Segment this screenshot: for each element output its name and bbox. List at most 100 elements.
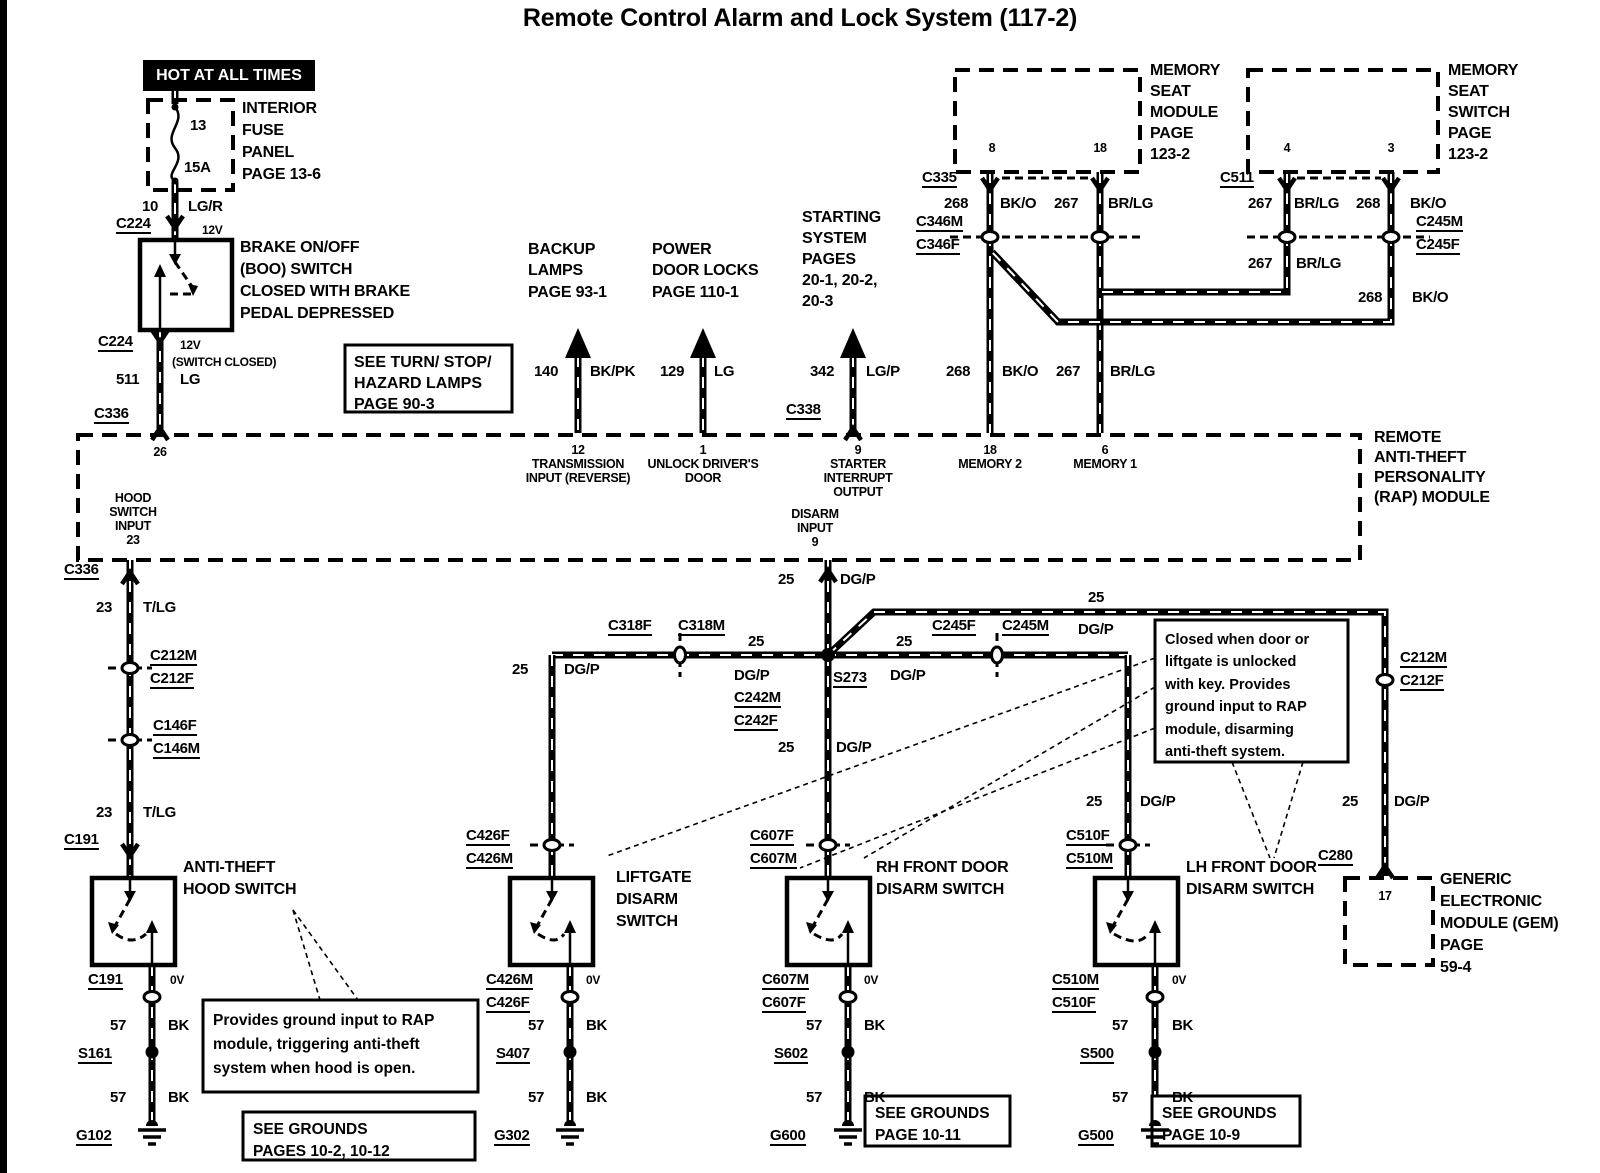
- wire-25-color-a: DG/P: [840, 571, 876, 588]
- rap-pin-1-label-1: UNLOCK DRIVER'S: [647, 457, 759, 471]
- wire-57-color-b: BK: [168, 1089, 190, 1106]
- rap-module-name-2: ANTI-THEFT: [1374, 449, 1467, 466]
- voltage-note-switch-closed: (SWITCH CLOSED): [172, 355, 277, 369]
- voltage-0v-hood: 0V: [170, 973, 185, 987]
- wire-23-color-a: T/LG: [143, 599, 176, 616]
- rap-pin-18-label: MEMORY 2: [958, 457, 1022, 471]
- rap-pin-12-label-2: INPUT (REVERSE): [525, 471, 631, 485]
- wire-268-color-a: BK/O: [1000, 195, 1037, 212]
- wire-267-gauge-b: 267: [1248, 195, 1273, 212]
- boo-switch-name-1: BRAKE ON/OFF: [240, 239, 360, 256]
- memory-seat-module-page: 123-2: [1150, 146, 1190, 163]
- see-grounds-rh-note: SEE GROUNDS PAGE 10-11: [875, 1105, 990, 1145]
- fuse-panel-name-1: INTERIOR: [242, 100, 317, 117]
- splice-s407: S407: [496, 1045, 530, 1064]
- connector-c245m-mid: C245M: [1002, 617, 1049, 636]
- hood-note-leader-lines: [292, 909, 359, 1001]
- hood-note-box: [201, 998, 480, 1094]
- wire-25-color-e: DG/P: [1078, 621, 1114, 638]
- hood-switch-note: Provides ground input to RAP module, tri…: [213, 1012, 435, 1078]
- hood-switch-name-1: ANTI-THEFT: [183, 859, 276, 876]
- memory-seat-module-3: MODULE: [1150, 104, 1219, 121]
- wire-25-gauge-f: 25: [778, 739, 795, 756]
- see-grounds-lh-note: SEE GROUNDS PAGE 10-9: [1162, 1105, 1277, 1145]
- rap-pin-6-label: MEMORY 1: [1073, 457, 1137, 471]
- hood-switch-name-2: HOOD SWITCH: [183, 881, 297, 898]
- connector-c510f-top: C510F: [1066, 827, 1110, 846]
- offpage-arrow-power-door-locks: [690, 328, 716, 358]
- wire-23-gauge-a: 23: [96, 599, 113, 616]
- boo-switch-box: [137, 237, 235, 333]
- rap-disarm-input-pin: 9: [811, 535, 819, 549]
- voltage-0v-rh: 0V: [864, 973, 879, 987]
- rh-door-switch-name-2: DISARM SWITCH: [876, 881, 1005, 898]
- connector-c607f-bottom: C607F: [762, 994, 806, 1013]
- connector-c318m: C318M: [678, 617, 725, 636]
- gem-name-2: ELECTRONIC: [1440, 893, 1543, 910]
- ground-g102: G102: [76, 1127, 112, 1146]
- wire-57-gauge-e: 57: [806, 1017, 823, 1034]
- splice-s161: S161: [78, 1045, 112, 1064]
- rap-pin-9-label-2: INTERRUPT: [823, 471, 893, 485]
- memory-seat-switch-2: SEAT: [1448, 83, 1489, 100]
- wire-268-color-d: BK/O: [1002, 363, 1039, 380]
- wire-267-color-d: BR/LG: [1110, 363, 1156, 380]
- wire-57-gauge-d: 57: [528, 1089, 545, 1106]
- rap-module-name-4: (RAP) MODULE: [1374, 489, 1490, 506]
- wire-129-color: LG: [714, 363, 735, 380]
- connector-symbols: [108, 176, 1430, 1004]
- splice-s602: S602: [774, 1045, 808, 1064]
- voltage-12v-top: 12V: [202, 223, 223, 237]
- wire-511-color: LG: [180, 371, 201, 388]
- wire-25-gauge-c: 25: [896, 633, 913, 650]
- fuse-panel-name-2: FUSE: [242, 122, 284, 139]
- wire-57-color-h: BK: [1172, 1089, 1194, 1106]
- offpage-arrow-backup-lamps: [565, 328, 591, 358]
- wire-57-gauge-b: 57: [110, 1089, 127, 1106]
- rap-hood-input-2: SWITCH: [109, 505, 157, 519]
- connector-c191-bottom: C191: [88, 971, 123, 990]
- hood-switch-symbol: [108, 880, 158, 965]
- wire-511-gauge: 511: [116, 371, 140, 388]
- connector-c511: C511: [1220, 169, 1254, 188]
- connector-c510m-top: C510M: [1066, 850, 1113, 869]
- connector-c607m-bottom: C607M: [762, 971, 809, 990]
- hot-at-all-times-banner: HOT AT ALL TIMES: [143, 60, 315, 91]
- memory-seat-switch-3: SWITCH: [1448, 104, 1510, 121]
- wire-25-gauge-g: 25: [1086, 793, 1103, 810]
- wire-runs: [126, 88, 1395, 1126]
- wire-342-gauge: 342: [810, 363, 835, 380]
- wire-267-color-b: BR/LG: [1294, 195, 1340, 212]
- wire-57-gauge-g: 57: [1112, 1017, 1129, 1034]
- power-door-locks-page: PAGE 110-1: [652, 284, 739, 301]
- ground-symbols: [138, 1120, 1169, 1146]
- wire-268-gauge-a: 268: [944, 195, 969, 212]
- voltage-0v-liftgate: 0V: [586, 973, 601, 987]
- memory-seat-switch-1: MEMORY: [1448, 62, 1519, 79]
- disarm-switch-callout-note: Closed when door or liftgate is unlocked…: [1165, 632, 1310, 761]
- connector-c242m: C242M: [734, 689, 781, 708]
- see-grounds-left-note: SEE GROUNDS PAGES 10-2, 10-12: [253, 1121, 390, 1161]
- gem-name-4: PAGE: [1440, 937, 1484, 954]
- mss-pin-4: 4: [1283, 141, 1291, 155]
- voltage-0v-lh: 0V: [1172, 973, 1187, 987]
- connector-c245f-top: C245F: [1416, 236, 1460, 255]
- gem-module-box: [1343, 876, 1435, 967]
- connector-c318f: C318F: [608, 617, 652, 636]
- starting-system-5: 20-3: [802, 293, 834, 310]
- wire-57-gauge-h: 57: [1112, 1089, 1129, 1106]
- connector-c426m-top: C426M: [466, 850, 513, 869]
- lh-door-switch-box: [1092, 875, 1181, 968]
- connector-c245f-mid: C245F: [932, 617, 976, 636]
- wire-57-gauge-c: 57: [528, 1017, 545, 1034]
- memory-seat-module-box: [953, 68, 1142, 174]
- wire-25-color-d: DG/P: [564, 661, 600, 678]
- connector-c426f-bottom: C426F: [486, 994, 530, 1013]
- rap-pin-26: 26: [153, 445, 167, 459]
- connector-c426m-bottom: C426M: [486, 971, 533, 990]
- callout-note-box: [1153, 618, 1350, 764]
- power-door-locks-2: DOOR LOCKS: [652, 262, 759, 279]
- lh-door-switch-name-2: DISARM SWITCH: [1186, 881, 1315, 898]
- wire-267-gauge-c: 267: [1248, 255, 1273, 272]
